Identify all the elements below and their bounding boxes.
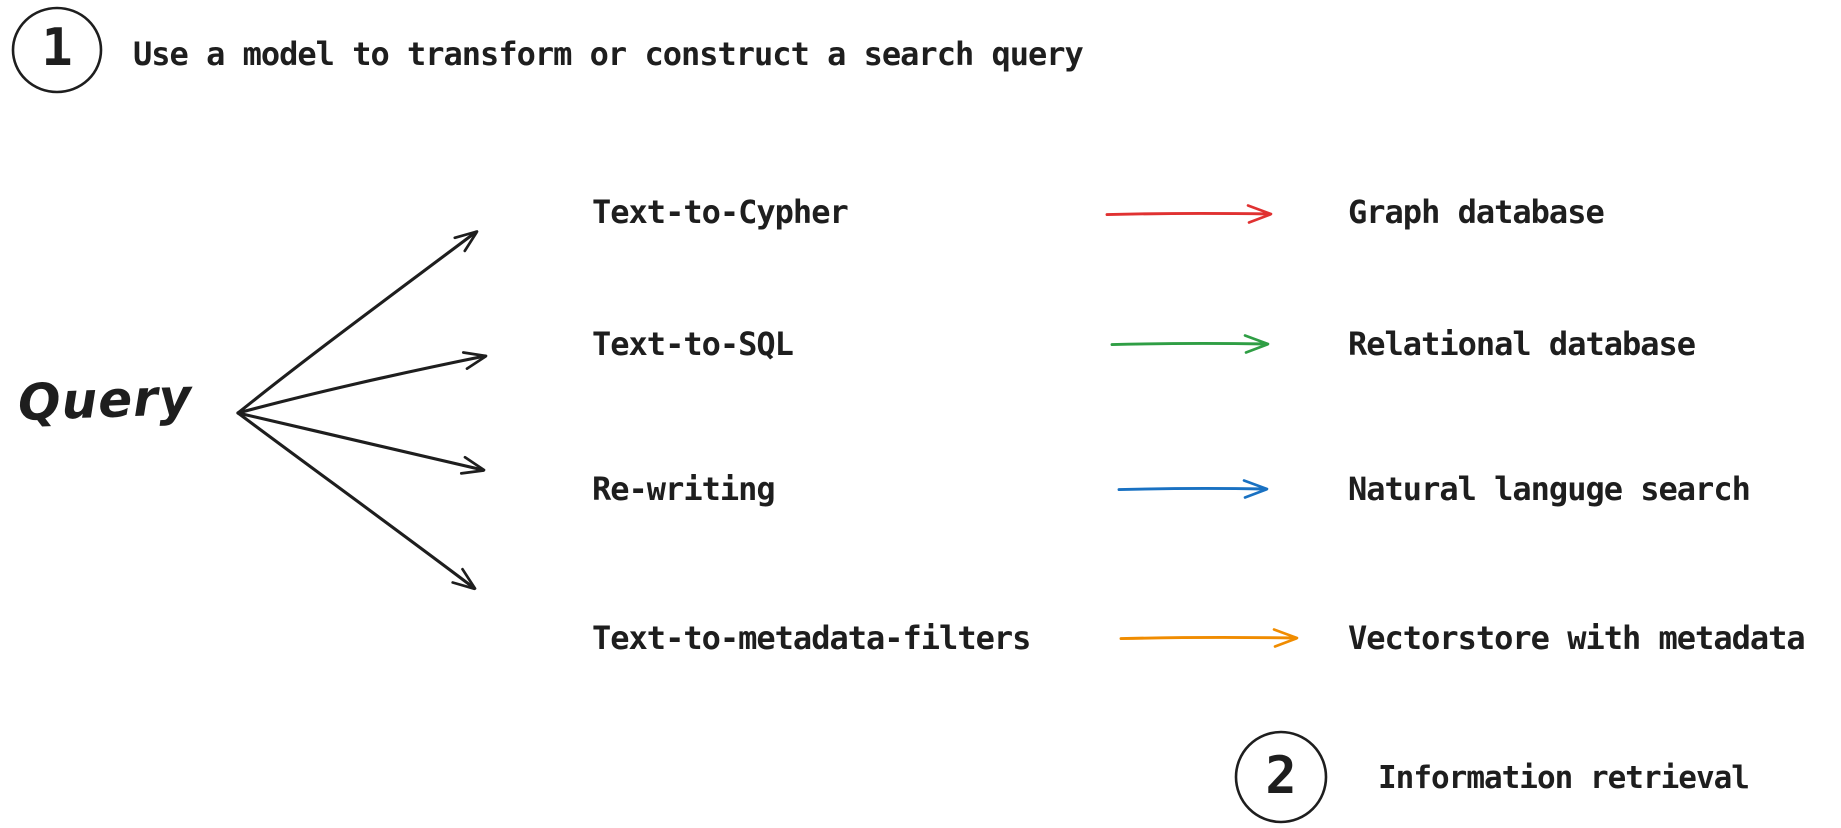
fan-arrows-graphic xyxy=(236,230,488,591)
step-2-label: Information retrieval xyxy=(1378,760,1750,796)
circle-icon xyxy=(11,6,103,94)
method-label: Re-writing xyxy=(592,470,776,508)
method-label: Text-to-Cypher xyxy=(592,193,849,231)
step-1-label: Use a model to transform or construct a … xyxy=(133,35,1084,73)
target-label: Graph database xyxy=(1348,193,1605,231)
right-arrow-icon xyxy=(1105,204,1273,224)
right-arrow-icon xyxy=(1119,628,1299,648)
target-label: Relational database xyxy=(1348,325,1696,363)
target-label: Vectorstore with metadata xyxy=(1348,619,1806,657)
right-arrow-icon xyxy=(1117,479,1269,499)
query-label: Query xyxy=(17,367,194,433)
step-2-badge: 2 xyxy=(1233,730,1329,826)
target-label: Natural languge search xyxy=(1348,470,1751,508)
step-2-number: 2 xyxy=(1265,746,1297,806)
circle-icon xyxy=(1234,730,1328,824)
step-1-number: 1 xyxy=(41,18,73,78)
method-label: Text-to-SQL xyxy=(592,325,794,363)
step-1-badge: 1 xyxy=(10,5,104,95)
right-arrow-icon xyxy=(1110,334,1270,354)
method-label: Text-to-metadata-filters xyxy=(592,619,1031,657)
